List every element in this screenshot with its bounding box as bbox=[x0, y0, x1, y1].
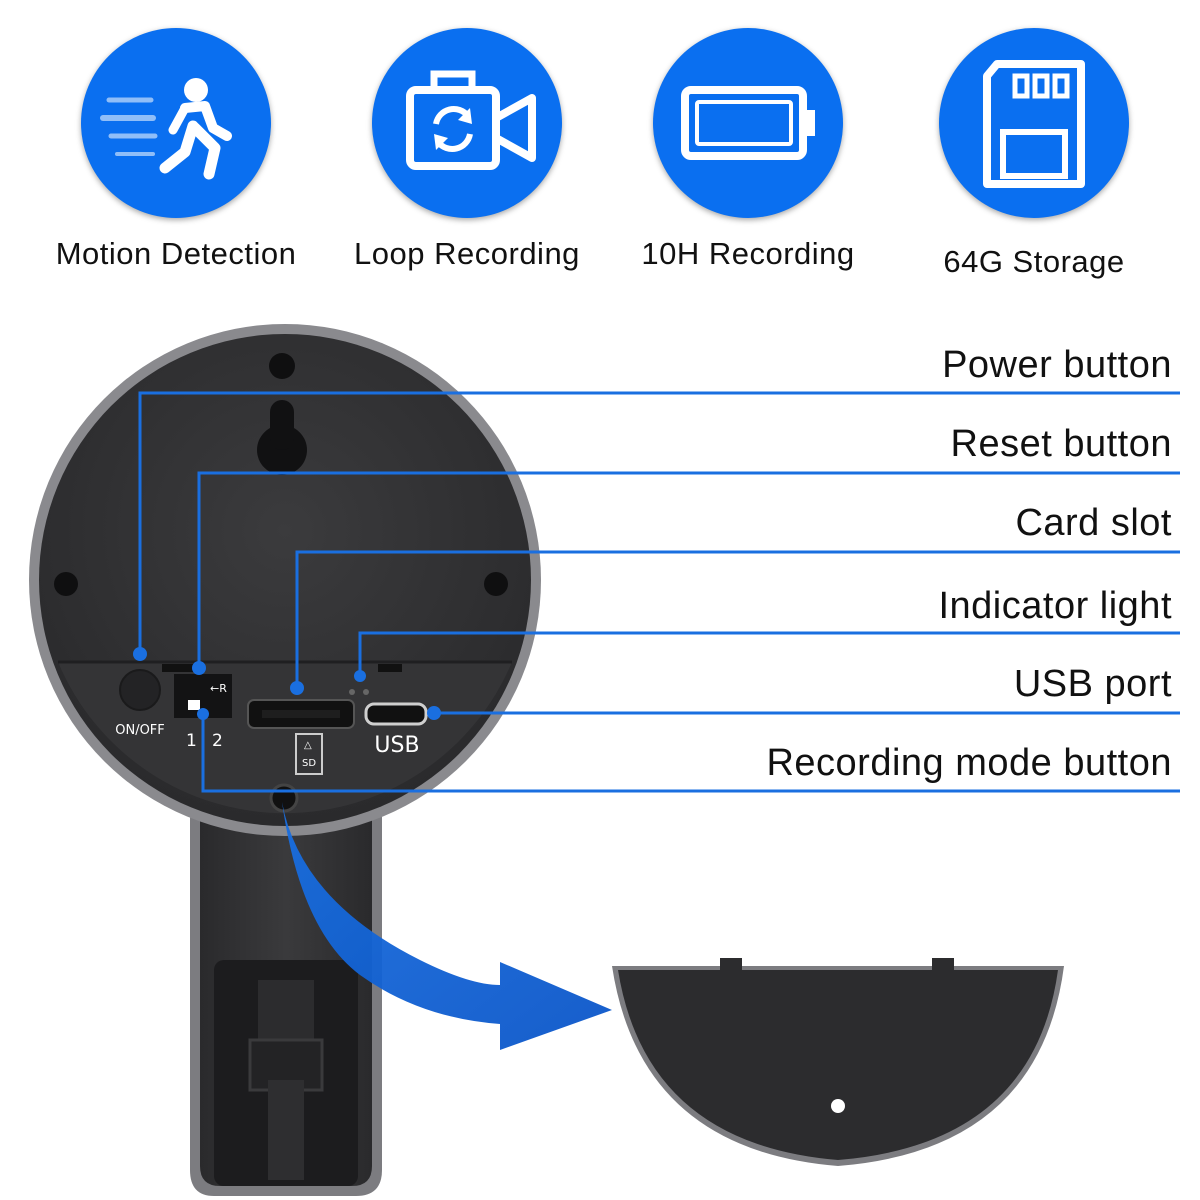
feature-label: 64G Storage bbox=[943, 244, 1125, 279]
feature-label: Motion Detection bbox=[55, 236, 297, 271]
feature-circle bbox=[939, 28, 1129, 218]
indicator-light bbox=[363, 689, 369, 695]
callout-usb-port: USB port bbox=[1013, 663, 1172, 705]
feature-circle bbox=[81, 28, 271, 218]
usb-label: USB bbox=[374, 733, 419, 758]
bottom-cover bbox=[612, 958, 1064, 1166]
sd-card-icon bbox=[983, 60, 1085, 188]
feature-motion-detection: Motion Detection bbox=[46, 28, 306, 288]
feature-64g-storage: 64G Storage bbox=[904, 28, 1164, 288]
callout-dots bbox=[133, 647, 441, 720]
callout-reset-button: Reset button bbox=[950, 423, 1172, 465]
recording-mode-button[interactable] bbox=[269, 783, 299, 813]
switch-pos2-label: 2 bbox=[212, 731, 223, 751]
indicator-light bbox=[349, 689, 355, 695]
callout-lines bbox=[138, 391, 1180, 793]
feature-label: Loop Recording bbox=[354, 236, 580, 271]
feature-label: 10H Recording bbox=[641, 236, 855, 271]
usb-port[interactable] bbox=[364, 702, 428, 726]
onoff-label: ON/OFF bbox=[115, 723, 165, 738]
power-button[interactable] bbox=[119, 669, 161, 711]
callout-card-slot: Card slot bbox=[1015, 502, 1172, 544]
callout-recording-mode-button: Recording mode button bbox=[766, 742, 1172, 784]
sd-label: SD bbox=[302, 758, 316, 769]
callout-indicator-light: Indicator light bbox=[938, 585, 1172, 627]
battery-icon bbox=[681, 86, 815, 160]
sd-symbol bbox=[295, 733, 323, 775]
switch-r-label: ←R bbox=[210, 682, 227, 695]
loop-camera-icon bbox=[406, 70, 536, 170]
svg-text:△: △ bbox=[304, 740, 312, 751]
switch-pos1-label: 1 bbox=[186, 731, 197, 751]
screw-hole bbox=[54, 572, 78, 596]
screw-hole bbox=[269, 353, 295, 379]
feature-10h-recording: 10H Recording bbox=[618, 28, 878, 288]
device-body: ON/OFF ←R 1 2 △ SD USB bbox=[29, 324, 541, 836]
feature-circle bbox=[653, 28, 843, 218]
device-stand bbox=[190, 790, 382, 1196]
callout-power-button: Power button bbox=[942, 344, 1172, 386]
running-person-icon bbox=[100, 78, 232, 180]
keyhole-mount bbox=[257, 400, 307, 475]
curved-arrow-icon bbox=[282, 802, 612, 1050]
screw-hole bbox=[484, 572, 508, 596]
feature-circle bbox=[372, 28, 562, 218]
feature-loop-recording: Loop Recording bbox=[337, 28, 597, 288]
